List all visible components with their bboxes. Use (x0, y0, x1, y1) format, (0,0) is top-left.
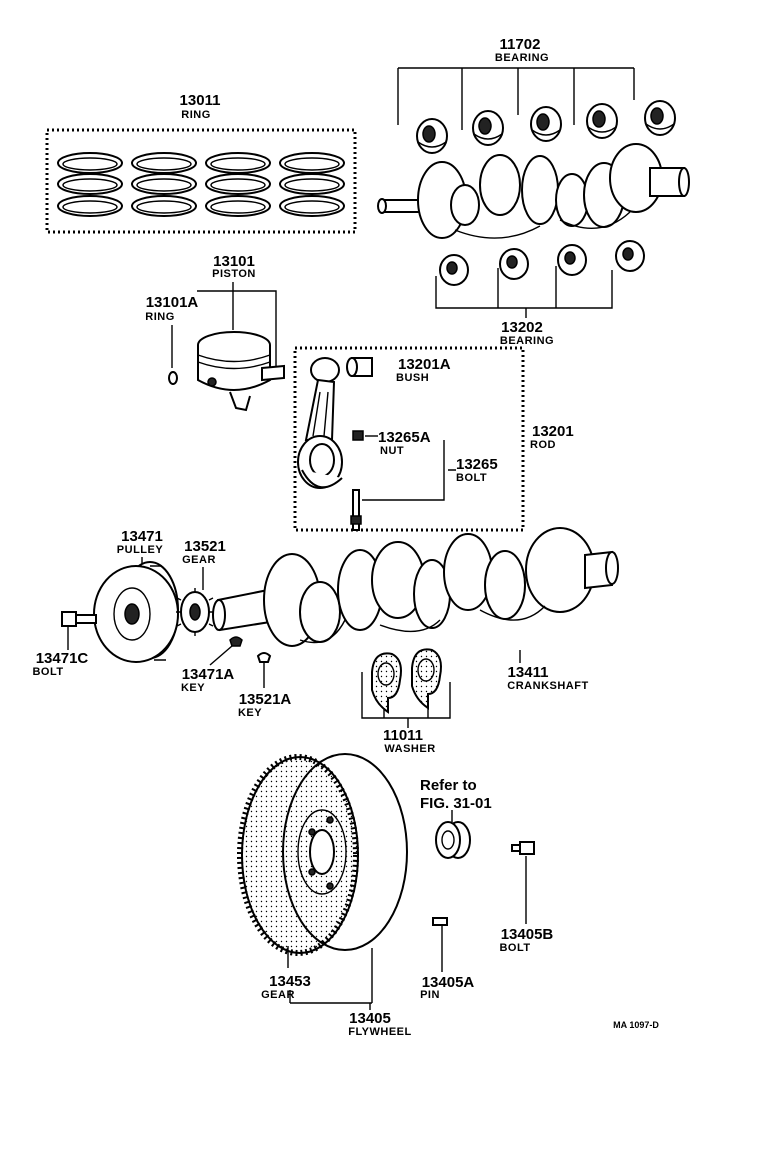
reference-line-1: Refer to (420, 777, 477, 794)
rod-bearing-callout: 13202 BEARING (435, 266, 613, 347)
rod-number: 13201 (532, 423, 574, 440)
rod-bearing-name: BEARING (500, 335, 554, 347)
flywheel-number: 13405 (349, 1010, 391, 1027)
pulley-key-icon (229, 636, 243, 647)
rod-bearing-shells (439, 240, 645, 286)
bush-name: BUSH (396, 372, 429, 384)
piston-number: 13101 (213, 253, 255, 270)
crankshaft-callout: 13411 CRANKSHAFT (507, 650, 588, 692)
pulley-bolt-number: 13471C (36, 650, 89, 667)
pulley-bolt-illustration (61, 611, 97, 627)
gear-key-icon (256, 652, 272, 663)
piston-rings (57, 152, 345, 217)
rod-bolt-number: 13265 (456, 456, 498, 473)
ring-gear-number: 13453 (269, 973, 311, 990)
flywheel-bolt-illustration (511, 841, 535, 855)
flywheel-name: FLYWHEEL (348, 1026, 412, 1038)
pulley-bolt-callout: 13471C BOLT (32, 626, 88, 678)
flywheel-illustration (237, 753, 408, 956)
rod-bolt-name: BOLT (456, 472, 487, 484)
pin-callout: 13405A PIN (420, 917, 475, 1001)
piston-illustration (197, 331, 285, 412)
pulley-callout: 13471 PULLEY (117, 528, 164, 570)
bush-number: 13201A (398, 356, 451, 373)
ring-set-name: RING (181, 109, 211, 121)
pulley-key-name: KEY (181, 682, 205, 694)
pin-name: PIN (420, 989, 440, 1001)
crank-gear-callout: 13521 GEAR (182, 538, 226, 590)
pulley-bolt-name: BOLT (32, 666, 63, 678)
crankshaft-number: 13411 (508, 664, 549, 681)
main-bearing-number: 11702 (500, 36, 541, 53)
ring-set-callout: 13011 RING (45, 92, 357, 234)
bush-callout: 13201A BUSH (346, 356, 451, 384)
pin-number: 13405A (422, 974, 475, 991)
main-bearing-name: BEARING (495, 52, 549, 64)
nut-callout: 13265A NUT (352, 429, 431, 457)
main-bearing-callout: 11702 BEARING (397, 36, 635, 130)
piston-name: PISTON (212, 268, 256, 280)
ring-gear-name: GEAR (261, 989, 295, 1001)
ring-gear-callout: 13453 GEAR (261, 946, 311, 1001)
piston-pin-clip (168, 371, 178, 385)
ring-set-number: 13011 (180, 92, 221, 109)
rod-callout: 13201 ROD (530, 423, 574, 451)
thrust-washers (371, 648, 442, 714)
piston-ring-name: RING (145, 311, 175, 323)
rod-nut-icon (352, 430, 364, 441)
washer-number: 11011 (383, 727, 423, 744)
reference-line-2: FIG. 31-01 (420, 795, 492, 812)
washer-name: WASHER (384, 743, 435, 755)
pulley-name: PULLEY (117, 544, 164, 556)
gear-key-name: KEY (238, 707, 262, 719)
nut-name: NUT (380, 445, 404, 457)
figure-code: MA 1097-D (613, 1020, 659, 1030)
pulley-key-callout: 13471A KEY (181, 636, 243, 694)
flywheel-bolt-name: BOLT (499, 942, 530, 954)
piston-ring-number: 13101A (146, 294, 199, 311)
dowel-pin-icon (432, 917, 448, 926)
nut-number: 13265A (378, 429, 431, 446)
connecting-rod-illustration (297, 357, 343, 489)
gear-key-callout: 13521A KEY (238, 652, 292, 719)
piston-callout: 13101 PISTON (197, 253, 277, 370)
flywheel-callout: 13405 FLYWHEEL (289, 948, 412, 1038)
piston-ring-callout: 13101A RING (145, 294, 199, 385)
gear-key-number: 13521A (239, 691, 292, 708)
crank-gear-illustration (176, 588, 214, 636)
reference-bearing-illustration (435, 821, 471, 859)
crankshaft-name: CRANKSHAFT (507, 680, 588, 692)
rod-name: ROD (530, 439, 556, 451)
flywheel-bolt-callout: 13405B BOLT (499, 856, 553, 954)
rod-bolt-callout: 13265 BOLT (350, 440, 498, 531)
pulley-number: 13471 (121, 528, 163, 545)
pulley-key-number: 13471A (182, 666, 235, 683)
crankshaft-illustration (212, 527, 619, 647)
crank-gear-number: 13521 (184, 538, 226, 555)
crank-gear-name: GEAR (182, 554, 216, 566)
rod-bearing-number: 13202 (501, 319, 543, 336)
figure-reference-callout: Refer to FIG. 31-01 (420, 777, 492, 822)
flywheel-bolt-number: 13405B (501, 926, 554, 943)
washer-callout: 11011 WASHER (361, 672, 451, 755)
upper-crankshaft-illustration (377, 143, 690, 239)
main-bearing-shells (416, 100, 676, 154)
pulley-illustration (93, 561, 179, 663)
